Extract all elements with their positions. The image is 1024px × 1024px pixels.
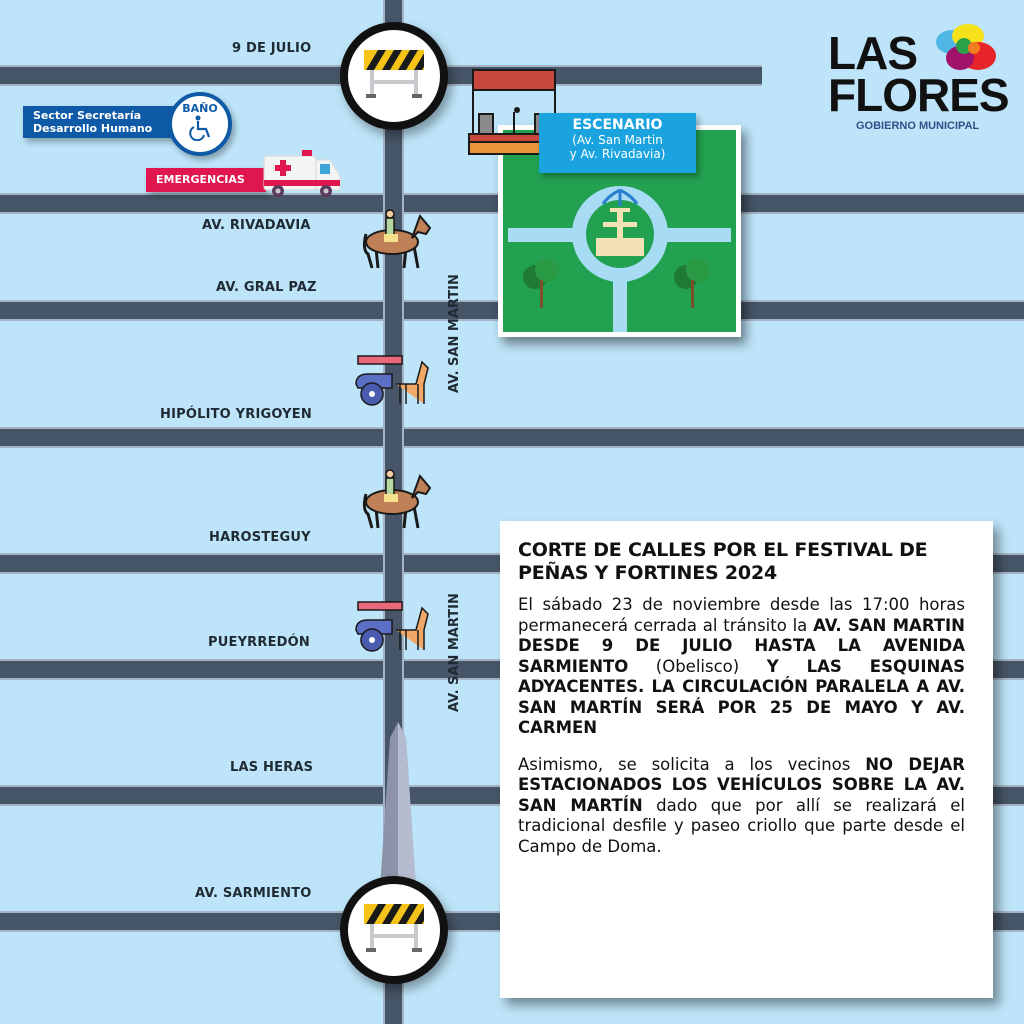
road-yrigoyen — [0, 427, 1024, 448]
barrier-icon — [364, 50, 424, 98]
escenario-line-3: y Av. Rivadavia) — [569, 147, 666, 161]
horse-carriage-icon — [355, 355, 429, 406]
p1-bold-d: Y LAS ESQUINAS ADYACENTES. LA CIRCULACIÓ… — [518, 656, 965, 738]
logo-line-2: FLORES — [828, 69, 1010, 121]
street-label-pueyrredon: PUEYRREDÓN — [208, 635, 311, 650]
info-paragraph-2: Asimismo, se solicita a los vecinos NO D… — [518, 755, 965, 858]
ambulance-icon — [263, 150, 341, 197]
sector-line-2: Desarrollo Humano — [33, 122, 153, 135]
logo-line-1: LAS — [828, 27, 918, 79]
wheelchair-icon — [189, 115, 211, 142]
tree-icon — [674, 258, 710, 308]
p2-text-c: dado que por allí se realizará el tradic… — [518, 795, 965, 856]
street-label-san-martin-bottom: AV. SAN MARTIN — [447, 593, 462, 712]
sector-secretaria-label: Sector Secretaría Desarrollo Humano — [23, 106, 183, 138]
info-paragraph-1: El sábado 23 de noviembre desde las 17:0… — [518, 595, 965, 739]
escenario-label: ESCENARIO (Av. San Martin y Av. Rivadavi… — [539, 113, 696, 173]
street-label-gral-paz: AV. GRAL PAZ — [216, 280, 317, 295]
horse-rider-icon — [362, 209, 432, 269]
street-label-9-de-julio: 9 DE JULIO — [232, 41, 312, 56]
info-panel: CORTE DE CALLES POR EL FESTIVAL DE PEÑAS… — [500, 521, 993, 998]
p2-text-a: Asimismo, se solicita a los vecinos — [518, 754, 866, 774]
escenario-title: ESCENARIO — [572, 117, 663, 133]
sector-line-1: Sector Secretaría — [33, 109, 142, 122]
road-closure-9-de-julio — [340, 22, 448, 130]
stage-icon — [468, 69, 560, 155]
street-label-sarmiento: AV. SARMIENTO — [195, 886, 312, 901]
logo-subtitle: GOBIERNO MUNICIPAL — [856, 120, 980, 132]
street-label-yrigoyen: HIPÓLITO YRIGOYEN — [160, 407, 312, 422]
plaza-paths — [508, 186, 731, 332]
escenario-line-2: (Av. San Martin — [572, 133, 663, 147]
horse-rider-icon — [362, 469, 432, 529]
tree-icon — [523, 258, 559, 308]
street-label-harosteguy: HAROSTEGUY — [209, 530, 311, 545]
bano-marker: BAÑO — [168, 92, 232, 156]
street-label-rivadavia: AV. RIVADAVIA — [202, 218, 311, 233]
flower-logo-icon — [936, 24, 996, 70]
street-label-las-heras: LAS HERAS — [230, 760, 314, 775]
p1-text-a: El sábado 23 de noviembre desde las 17:0… — [518, 595, 965, 635]
barrier-icon — [364, 904, 424, 952]
p2-bold-b: NO DEJAR ESTACIONADOS LOS VEHÍCULOS SOBR… — [518, 754, 965, 815]
emergencias-label: EMERGENCIAS — [146, 168, 266, 192]
p1-bold-b: AV. SAN MARTIN DESDE 9 DE JULIO HASTA LA… — [518, 615, 965, 676]
info-title: CORTE DE CALLES POR EL FESTIVAL DE PEÑAS… — [518, 539, 928, 584]
bano-label: BAÑO — [182, 102, 218, 115]
p1-text-c: (Obelisco) — [628, 656, 767, 676]
horse-carriage-icon — [355, 601, 429, 652]
street-label-san-martin-top: AV. SAN MARTIN — [447, 274, 462, 393]
las-flores-logo: LAS FLORES GOBIERNO MUNICIPAL — [828, 24, 1010, 132]
road-closure-sarmiento — [340, 876, 448, 984]
obelisk-icon — [378, 722, 418, 918]
